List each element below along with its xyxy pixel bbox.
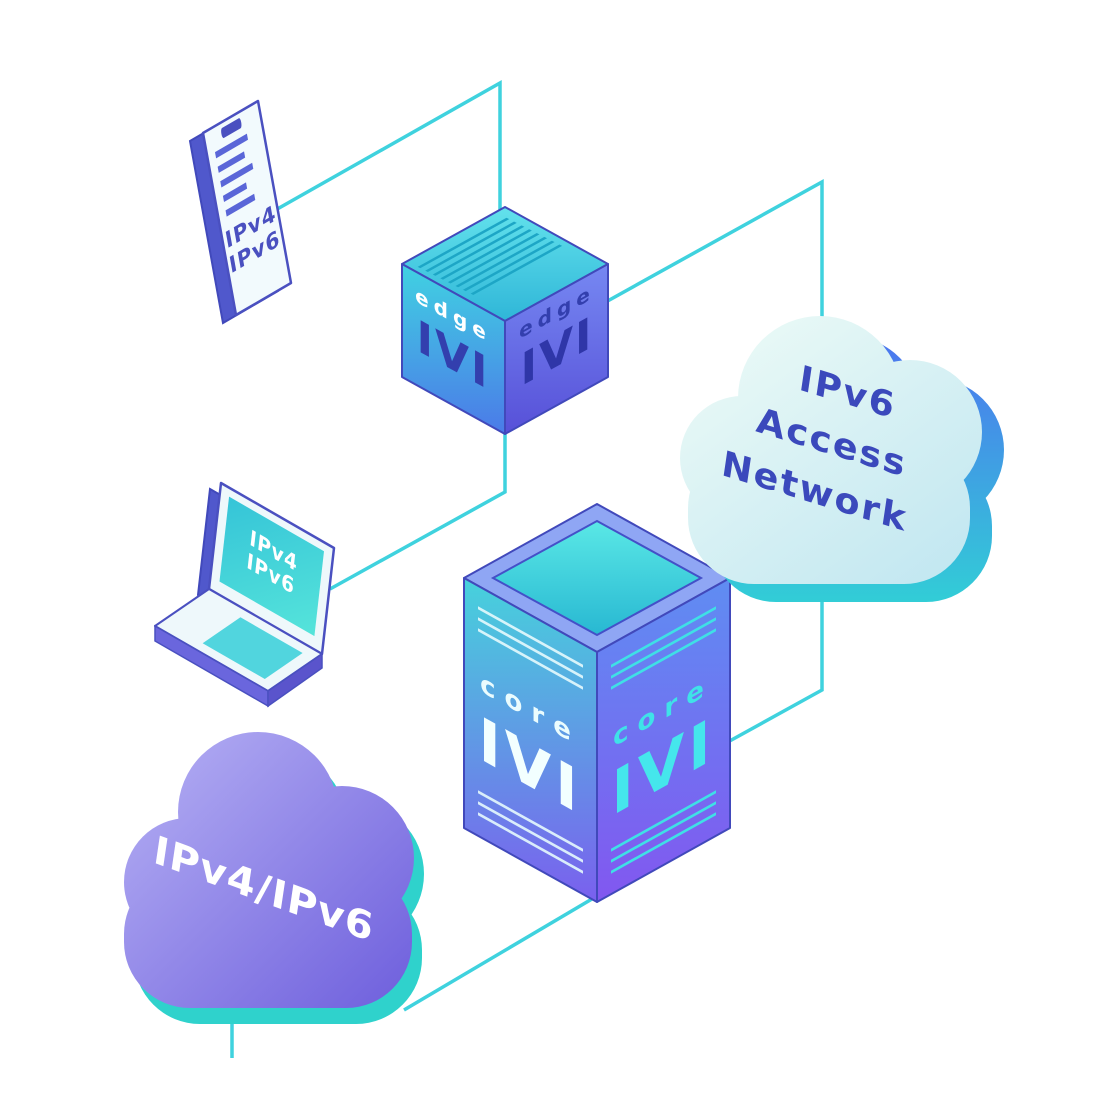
core-left-vents-bottom <box>478 790 583 874</box>
core-right-vents-top <box>611 606 716 690</box>
ipv6-access-network-cloud: IPv6 Access Network <box>680 316 1004 602</box>
laptop-icon: IPv4 IPv6 <box>154 481 336 708</box>
access-cloud-body <box>680 316 982 584</box>
smartphone-icon: IPv4 IPv6 <box>188 99 293 325</box>
core-router-tower: core IVI core IVI <box>463 503 731 903</box>
phone-front-face <box>201 99 293 317</box>
core-right-face <box>596 577 731 903</box>
core-left-vents-top <box>478 606 583 690</box>
link-edge-to-laptop <box>329 426 507 591</box>
laptop-screen-panel <box>219 496 324 637</box>
laptop-keyboard <box>202 617 303 679</box>
link-phone-to-edge <box>271 79 502 228</box>
laptop-base-right <box>267 652 323 708</box>
phone-screen-content <box>214 118 256 217</box>
phone-notch <box>221 118 242 139</box>
link-edge-to-access-cloud <box>603 179 824 348</box>
core-top-inner-panel <box>490 519 704 637</box>
ipv4-ipv6-cloud: IPv4/IPv6 <box>124 732 424 1024</box>
edge-cube-right-face <box>504 263 609 435</box>
phone-text-placeholder-lines <box>214 133 256 217</box>
core-right-vents-bottom <box>611 790 716 874</box>
internet-cloud-body <box>124 732 414 1008</box>
link-core-to-internet-cloud <box>403 894 598 1012</box>
edge-router-cube: edge IVI edge IVI <box>401 206 609 435</box>
